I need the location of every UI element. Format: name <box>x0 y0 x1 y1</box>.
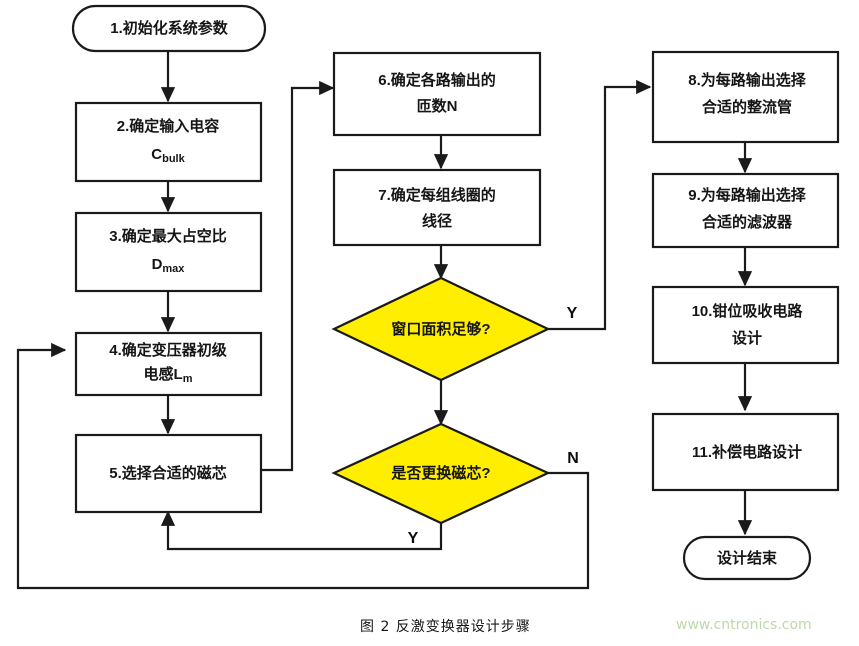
step11-box-shape <box>651 412 840 492</box>
step10-label-line2: 设计 <box>732 329 762 347</box>
step6-box-shape <box>332 51 542 137</box>
branch-label-decision2-no: N <box>567 450 579 467</box>
step3-subscript: max <box>162 263 185 275</box>
step2-label-line1: 2.确定输入电容 <box>117 117 220 135</box>
node-start[interactable]: 1.初始化系统参数 <box>71 4 267 53</box>
node-step4[interactable]: 4.确定变压器初级 电感Lm <box>74 331 263 397</box>
site-watermark: www.cntronics.com <box>676 617 812 633</box>
connector-decision2-yes-to-step5 <box>160 510 443 551</box>
connector-decision2-no-to-step4 <box>16 342 590 590</box>
step3-label-line1: 3.确定最大占空比 <box>109 227 227 245</box>
step8-label-line2: 合适的整流管 <box>701 98 792 116</box>
step8-label-line1: 8.为每路输出选择 <box>688 71 807 89</box>
step2-subscript: bulk <box>162 153 185 165</box>
node-step10[interactable]: 10.钳位吸收电路 设计 <box>651 285 840 365</box>
step10-box-shape <box>651 285 840 365</box>
step3-symbol: D <box>152 256 163 273</box>
figure-caption: 图 2 反激变换器设计步骤 <box>360 619 531 635</box>
step5-box-shape <box>74 433 263 514</box>
node-decision1[interactable]: 窗口面积足够? <box>331 276 551 382</box>
node-step11[interactable]: 11.补偿电路设计 <box>651 412 840 492</box>
step10-label-line1: 10.钳位吸收电路 <box>692 302 804 320</box>
node-decision2[interactable]: 是否更换磁芯? <box>331 422 551 525</box>
step7-label-line1: 7.确定每组线圈的 <box>378 186 496 204</box>
step2-label-line2: Cbulk <box>151 146 185 165</box>
start-label: 1.初始化系统参数 <box>110 19 229 37</box>
branch-label-decision1-yes: Y <box>567 305 578 322</box>
branch-label-decision2-yes: Y <box>408 530 419 547</box>
step11-label: 11.补偿电路设计 <box>692 443 802 461</box>
step2-box-shape <box>74 101 263 183</box>
end-terminator-shape <box>682 535 812 581</box>
node-step3[interactable]: 3.确定最大占空比 Dmax <box>74 211 263 293</box>
connector-decision1-yes-to-step8 <box>548 79 652 331</box>
connectors <box>16 51 753 590</box>
decision2-diamond-shape <box>331 422 551 525</box>
step7-label-line2: 线径 <box>422 212 452 230</box>
node-step6[interactable]: 6.确定各路输出的 匝数N <box>332 51 542 137</box>
step4-label-line2: 电感Lm <box>144 365 193 385</box>
connector-step5-to-step6 <box>262 80 335 472</box>
step5-label: 5.选择合适的磁芯 <box>109 464 227 482</box>
decision1-label: 窗口面积足够? <box>391 320 490 338</box>
node-step5[interactable]: 5.选择合适的磁芯 <box>74 433 263 514</box>
decision1-diamond-shape <box>331 276 551 382</box>
node-step7[interactable]: 7.确定每组线圈的 线径 <box>332 168 542 247</box>
branch-labels: Y N Y <box>408 305 579 547</box>
step6-label-line2: 匝数N <box>417 97 458 115</box>
step3-label-line2: Dmax <box>152 256 186 275</box>
step9-label-line2: 合适的滤波器 <box>701 213 793 231</box>
node-step8[interactable]: 8.为每路输出选择 合适的整流管 <box>651 50 840 144</box>
end-label: 设计结束 <box>717 549 778 567</box>
decision2-label: 是否更换磁芯? <box>390 464 490 482</box>
step6-label-line1: 6.确定各路输出的 <box>378 71 496 89</box>
step4-symbol: 电感L <box>144 365 183 383</box>
node-step9[interactable]: 9.为每路输出选择 合适的滤波器 <box>651 172 840 249</box>
step9-label-line1: 9.为每路输出选择 <box>688 186 807 204</box>
start-terminator-shape <box>71 4 267 53</box>
step7-box-shape <box>332 168 542 247</box>
step4-subscript: m <box>183 373 193 385</box>
step8-box-shape <box>651 50 840 144</box>
node-step2[interactable]: 2.确定输入电容 Cbulk <box>74 101 263 183</box>
step3-box-shape <box>74 211 263 293</box>
step4-label-line1: 4.确定变压器初级 <box>109 341 228 359</box>
node-end[interactable]: 设计结束 <box>682 535 812 581</box>
step9-box-shape <box>651 172 840 249</box>
step4-box-shape <box>74 331 263 397</box>
step2-symbol: C <box>151 146 162 163</box>
